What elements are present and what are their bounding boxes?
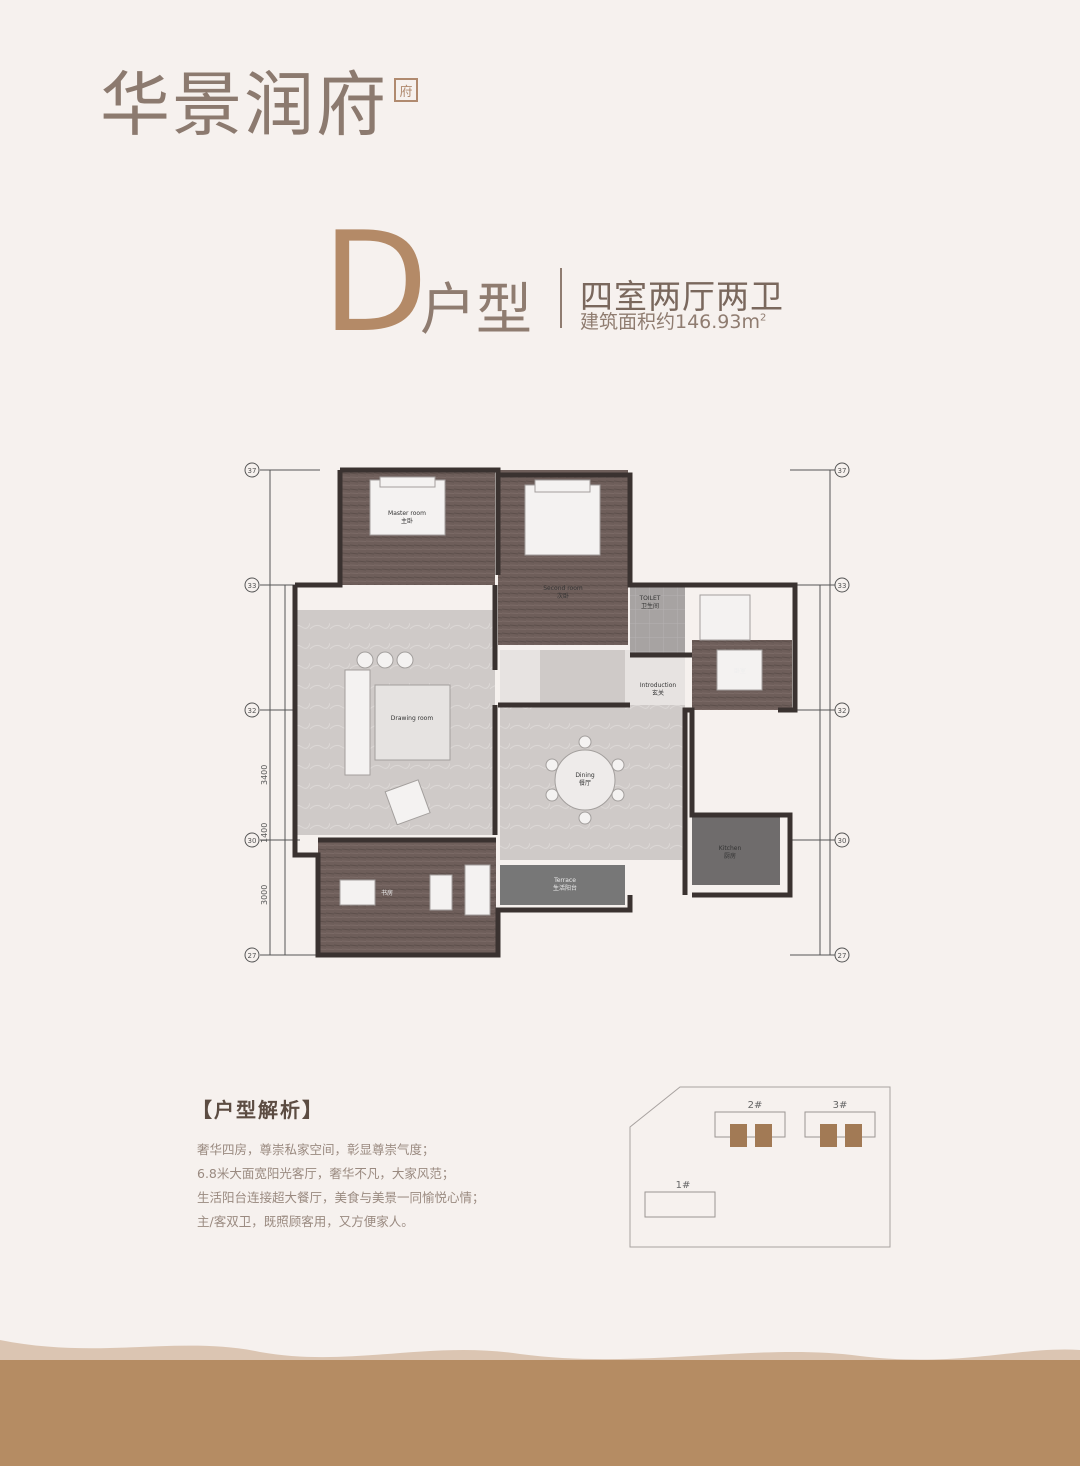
label-bedroom: 卧室 — [734, 667, 746, 675]
bath-floor — [540, 650, 625, 710]
label-introduction-cn: 玄关 — [652, 689, 664, 697]
label-second-room-cn: 次卧 — [557, 592, 569, 600]
terrace-floor — [500, 865, 625, 905]
unit-layout: 四室两厅两卫 — [580, 277, 784, 316]
label-kitchen: Kitchen — [719, 845, 742, 852]
dim-3000: 3000 — [260, 885, 269, 905]
axis-top-right: 37 — [838, 467, 847, 475]
analysis-line-2: 6.8米大面宽阳光客厅，奢华不凡，大家风范； — [197, 1166, 455, 1181]
axis-right-3: 32 — [838, 707, 847, 715]
floor-plan: 37 33 32 30 27 37 33 32 30 27 3400 3000 … — [244, 462, 850, 963]
axis-bottom-right: 27 — [838, 952, 847, 960]
footer-band — [0, 1340, 1080, 1466]
label-terrace-cn: 生活阳台 — [553, 884, 577, 892]
analysis-line-4: 主/客双卫，既照顾客用，又方便家人。 — [197, 1214, 414, 1229]
label-master-room: Master room — [388, 510, 426, 517]
brand-title: 华景润府 — [100, 68, 388, 145]
unit-area-sup: 2 — [760, 312, 767, 324]
dimension-lines — [260, 469, 840, 956]
dim-1400: 1400 — [260, 823, 269, 843]
brand: 华景润府 府 — [100, 72, 434, 142]
axis-left-4: 30 — [248, 837, 257, 845]
dimension-labels: 3400 3000 1400 — [260, 765, 269, 905]
kitchen-floor — [692, 815, 780, 885]
site-plan: 2# 3# 1# — [629, 1086, 891, 1248]
toilet-floor — [630, 585, 685, 655]
room-labels: Master room 主卧 Second room 次卧 Drawing ro… — [381, 510, 746, 897]
label-dining-cn: 餐厅 — [579, 779, 591, 787]
label-drawing-room: Drawing room — [391, 715, 434, 722]
brand-seal: 府 — [394, 78, 418, 102]
analysis-line-1: 奢华四房，尊崇私家空间，彰显尊崇气度； — [197, 1142, 435, 1157]
label-kitchen-cn: 厨房 — [724, 852, 736, 860]
walls — [292, 467, 798, 958]
building-2-label: 2# — [748, 1100, 763, 1111]
label-second-room: Second room — [543, 585, 583, 592]
label-dining: Dining — [575, 772, 595, 779]
axis-top-left: 37 — [248, 467, 257, 475]
axis-left-2: 33 — [248, 582, 257, 590]
heading-divider — [560, 268, 562, 328]
axis-markers: 37 33 32 30 27 37 33 32 30 27 — [244, 462, 850, 963]
building-3-label: 3# — [833, 1100, 848, 1111]
analysis-title: 【户型解析】 — [192, 1098, 324, 1122]
axis-right-2: 33 — [838, 582, 847, 590]
label-study: 书房 — [381, 889, 393, 897]
building-1-label: 1# — [676, 1180, 691, 1191]
unit-type-label: 户型 — [420, 278, 532, 343]
dim-3400: 3400 — [260, 765, 269, 785]
furniture — [339, 476, 763, 916]
label-terrace: Terrace — [553, 877, 576, 884]
axis-right-4: 30 — [838, 837, 847, 845]
label-master-room-cn: 主卧 — [401, 517, 413, 525]
label-introduction: Introduction — [640, 682, 677, 689]
label-toilet: TOILET — [639, 595, 661, 602]
axis-left-3: 32 — [248, 707, 257, 715]
axis-bottom-left: 27 — [248, 952, 257, 960]
analysis-line-3: 生活阳台连接超大餐厅，美食与美景一同愉悦心情； — [197, 1190, 485, 1205]
analysis-text: 奢华四房，尊崇私家空间，彰显尊崇气度； 6.8米大面宽阳光客厅，奢华不凡，大家风… — [197, 1138, 485, 1234]
label-toilet-cn: 卫生间 — [641, 602, 659, 610]
unit-area-text: 建筑面积约146.93m — [580, 311, 760, 333]
unit-letter: D — [322, 202, 429, 363]
unit-area: 建筑面积约146.93m2 — [580, 307, 766, 334]
